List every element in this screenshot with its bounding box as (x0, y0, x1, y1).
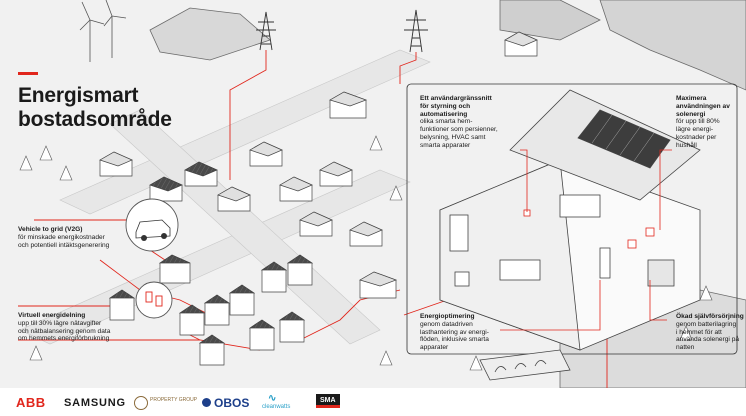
page-title: Energismart bostadsområde (18, 84, 172, 132)
neighborhood-houses (99, 31, 538, 366)
callout-optimization-line: genom datadriven (420, 320, 473, 328)
cleanwatts-mark-icon: ∿ (268, 393, 277, 404)
callout-solar-line: lägre energi- (676, 126, 714, 134)
callout-optimization-line: lasthantering av energi- (420, 328, 489, 336)
title-line-2: bostadsområde (18, 108, 172, 131)
callout-solar-heading: Maximera (676, 95, 707, 102)
callout-virtual-line: upp till 30% lägre nätavgifter (18, 319, 102, 327)
callout-interface-line: smarta apparater (420, 141, 471, 149)
callout-interface-heading: Ett användargränssnitt (420, 95, 492, 102)
callout-optimization-line: flöden, inklusive smarta (420, 336, 489, 344)
callout-interface-heading: automatisering (420, 110, 468, 118)
callout-optimization: Energioptimering genom datadriven lastha… (420, 313, 489, 352)
sma-logo-text: SMA (320, 397, 336, 404)
callout-interface-line: olika smarta hem- (420, 118, 473, 126)
callout-virtual-line: om hemmets energiförbrukning (18, 335, 110, 343)
wind-turbines (79, 0, 127, 62)
callout-solar-line: hushåll (676, 141, 697, 149)
detail-frame (406, 83, 738, 355)
meter-magnifier (135, 281, 173, 319)
callout-interface-heading: för styrning och (420, 102, 471, 110)
callout-v2g-heading: Vehicle to grid (V2G) (18, 226, 83, 233)
callout-self-supply-line: i hemmet för att (676, 328, 722, 336)
callout-self-supply-line: använda solenergi på (676, 336, 740, 344)
obos-mark-icon (202, 398, 211, 407)
callout-self-supply-line: natten (676, 344, 695, 352)
abb-logo: ABB (16, 395, 46, 410)
sma-logo: SMA (316, 394, 340, 408)
callout-solar-line: för upp till 80% (676, 118, 720, 126)
title-line-1: Energismart (18, 84, 139, 107)
trees (19, 135, 713, 371)
bridge (479, 349, 571, 381)
callout-interface: Ett användargränssnitt för styrning och … (420, 95, 498, 150)
car-magnifier (125, 198, 179, 252)
callout-solar: Maximera användningen av solenergi för u… (676, 95, 730, 150)
obos-logo: OBOS (214, 396, 250, 410)
cleanwatts-logo: cleanwatts (262, 404, 291, 410)
property-group-mark-icon (134, 396, 148, 410)
callout-virtual-heading: Virtuell energidelning (18, 312, 86, 319)
callout-self-supply-heading: Ökad självförsörjning (676, 313, 744, 320)
callout-v2g: Vehicle to grid (V2G) för minskade energ… (18, 226, 109, 249)
callout-solar-heading: solenergi (676, 110, 706, 118)
callout-solar-heading: användningen av (676, 102, 730, 110)
callout-virtual-sharing: Virtuell energidelning upp till 30% lägr… (18, 312, 110, 343)
callout-v2g-line: för minskade energikostnader (18, 233, 105, 241)
callout-optimization-line: apparater (420, 344, 449, 352)
callout-virtual-line: och nätbalansering genom data (18, 327, 111, 335)
callout-interface-line: belysning, HVAC samt (420, 133, 486, 141)
callout-solar-line: kostnader per (676, 133, 717, 141)
callout-v2g-line: och potentiell intäktsgenerering (18, 241, 110, 249)
partner-logos: ABB SAMSUNG PROPERTY GROUP OBOS ∿ cleanw… (0, 388, 746, 416)
smart-home-cutaway (439, 89, 701, 351)
callout-self-supply: Ökad självförsörjning genom batterilagri… (676, 313, 744, 352)
callout-interface-line: funktioner som persienner, (420, 126, 498, 134)
callout-optimization-heading: Energioptimering (420, 313, 475, 320)
samsung-logo: SAMSUNG (64, 397, 126, 409)
title-accent (18, 72, 38, 75)
property-group-logo: PROPERTY GROUP (150, 397, 198, 403)
power-pylons (256, 9, 428, 53)
callout-self-supply-line: genom batterilagring (676, 320, 737, 328)
